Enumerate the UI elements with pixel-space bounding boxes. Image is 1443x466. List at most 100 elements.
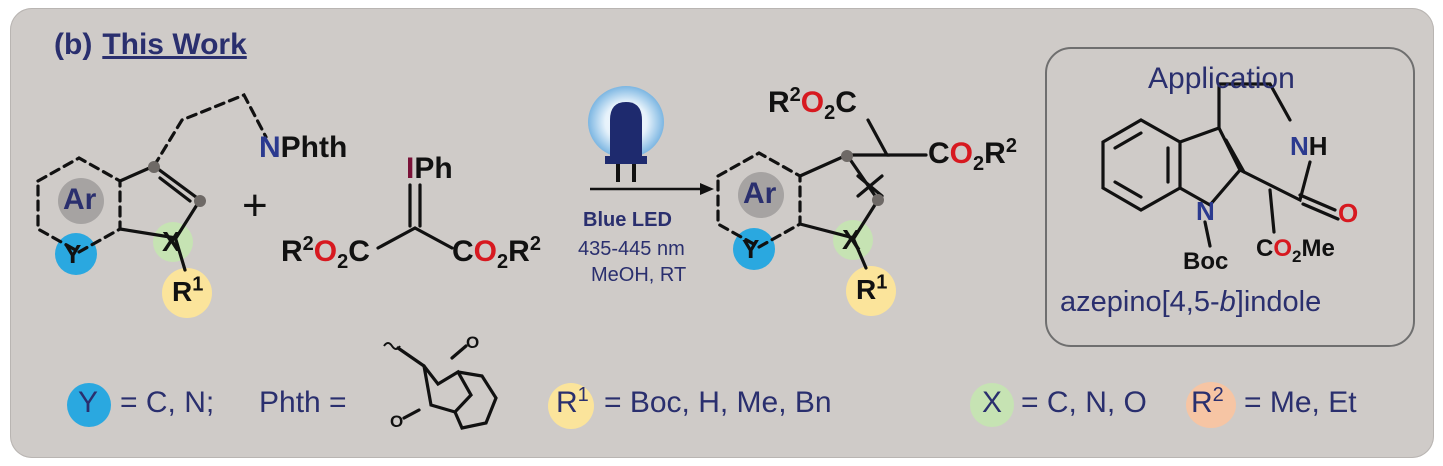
product-top-o-sub: 2 (824, 102, 836, 124)
ylide-right-bond (413, 226, 454, 250)
reactant-dot-bottom (194, 195, 206, 207)
reactant-nphth: NPhth (259, 131, 347, 165)
ylide-right-r-sup: 2 (529, 233, 541, 255)
ylide-left-ester: R2O2C (281, 233, 370, 272)
application-name-ital: b (1219, 286, 1236, 318)
legend-phth-label: Phth = (259, 386, 347, 419)
condition-light: Blue LED (583, 209, 672, 231)
app-pyrrole-double (1224, 138, 1246, 174)
ylide-phenyl: Ph (414, 152, 453, 185)
product-ar-label: Ar (743, 177, 777, 210)
legend-y-symbol: Y (78, 386, 99, 419)
legend-r2-base: R (1191, 386, 1213, 419)
reactant-nphth-n: N (259, 131, 281, 164)
scheme-panel (10, 8, 1434, 458)
application-name-post: ]indole (1235, 286, 1322, 318)
ylide-right-o: O (473, 235, 498, 268)
phth-o-top: O (466, 333, 480, 352)
product-top-ester: R2O2C (768, 84, 857, 123)
product-top-c: C (835, 86, 857, 119)
legend-y-text: = C, N; (120, 386, 215, 419)
ylide-left-o: O (313, 235, 338, 268)
phth-co-bottom (402, 408, 421, 420)
reactant-x-r1-bond (174, 238, 187, 272)
reactant-side-chain (152, 92, 268, 168)
panel-label: (b) (54, 28, 93, 61)
product-right-c: C (928, 137, 950, 170)
application-carbonyl-o: O (1338, 198, 1359, 228)
r1-circle-product (846, 266, 896, 316)
reactant-y-label: Y (64, 239, 82, 269)
legend-r1-base: R (556, 386, 578, 419)
legend-x-text: = C, N, O (1021, 386, 1147, 419)
product-x-label: X (842, 224, 861, 255)
application-indole-n: N (1196, 196, 1215, 226)
ylide-right-o-sub: 2 (497, 251, 509, 273)
ylide-right-r: R (508, 235, 530, 268)
panel-title: (b) This Work (54, 28, 247, 62)
legend-r2-sup: 2 (1212, 384, 1224, 406)
reactant-r1-sup: 1 (192, 273, 204, 296)
application-ester-me: Me (1301, 235, 1335, 262)
legend-r2: R2 (1191, 384, 1224, 420)
legend-r2-text: = Me, Et (1244, 386, 1357, 419)
ylide-right-ester: CO2R2 (452, 233, 541, 272)
ylide-right-c: C (452, 235, 474, 268)
phth-co-top (450, 344, 468, 360)
legend-x-circle (970, 383, 1014, 427)
phth-attach-bond (396, 346, 426, 368)
phth-benzene (453, 370, 498, 430)
ylide-left-r-sup: 2 (302, 233, 314, 255)
legend-r2-circle (1186, 382, 1236, 428)
x-circle-reactant (153, 222, 193, 262)
ylide-iodine: I (406, 152, 415, 185)
application-ester: CO2Me (1256, 235, 1335, 266)
application-name: azepino[4,5-b]indole (1060, 286, 1321, 319)
legend-r1-circle (548, 383, 594, 429)
product-top-r-sup: 2 (789, 84, 801, 106)
panel-title-text: This Work (102, 28, 247, 61)
app-boc-bond (1203, 220, 1212, 248)
product-five-ring (798, 152, 880, 240)
ylide-left-bond (376, 226, 417, 250)
phth-ring (422, 364, 473, 414)
app-carbonyl-a (1298, 193, 1337, 212)
app-carbonyl-b (1301, 202, 1340, 221)
ylide-iph: IPh (406, 152, 453, 186)
product-top-r: R (768, 86, 790, 119)
app-pyrrole-ring (1178, 126, 1242, 208)
legend-r1-sup: 1 (577, 384, 589, 406)
phth-wavy (383, 342, 401, 350)
app-benzene-inner (1113, 131, 1170, 199)
reactant-double-bond (158, 176, 192, 203)
legend-y-circle (67, 383, 111, 427)
reactant-nphth-rest: Phth (280, 131, 348, 164)
application-ester-o-sub: 2 (1292, 246, 1302, 266)
product-right-ester: CO2R2 (928, 135, 1017, 174)
product-x-r1-bond (852, 238, 868, 270)
condition-solvent: MeOH, RT (591, 264, 687, 286)
ylide-left-c: C (348, 235, 370, 268)
product-r1-sup: 1 (876, 271, 888, 294)
application-nh-h: H (1308, 131, 1328, 161)
product-right-r-sup: 2 (1005, 135, 1017, 157)
product-dot-top (841, 150, 853, 162)
blue-led-icon (588, 86, 664, 182)
ar-circle-reactant (58, 178, 104, 224)
app-azepine-ring (1217, 82, 1312, 203)
product-y-label: Y (742, 234, 760, 264)
application-title: Application (1148, 62, 1295, 95)
legend-r1-text: = Boc, H, Me, Bn (604, 386, 832, 419)
ylide-left-o-sub: 2 (337, 251, 349, 273)
reactant-x-label: X (162, 226, 181, 257)
reaction-arrow-head (700, 183, 714, 195)
application-nh-n: N (1290, 131, 1309, 161)
application-nh: NH (1290, 131, 1328, 162)
application-boc: Boc (1183, 248, 1229, 275)
product-right-o-sub: 2 (973, 153, 985, 175)
product-right-o: O (949, 137, 974, 170)
product-right-r: R (984, 137, 1006, 170)
product-cross-b (856, 174, 884, 198)
application-ester-c: C (1256, 235, 1274, 262)
